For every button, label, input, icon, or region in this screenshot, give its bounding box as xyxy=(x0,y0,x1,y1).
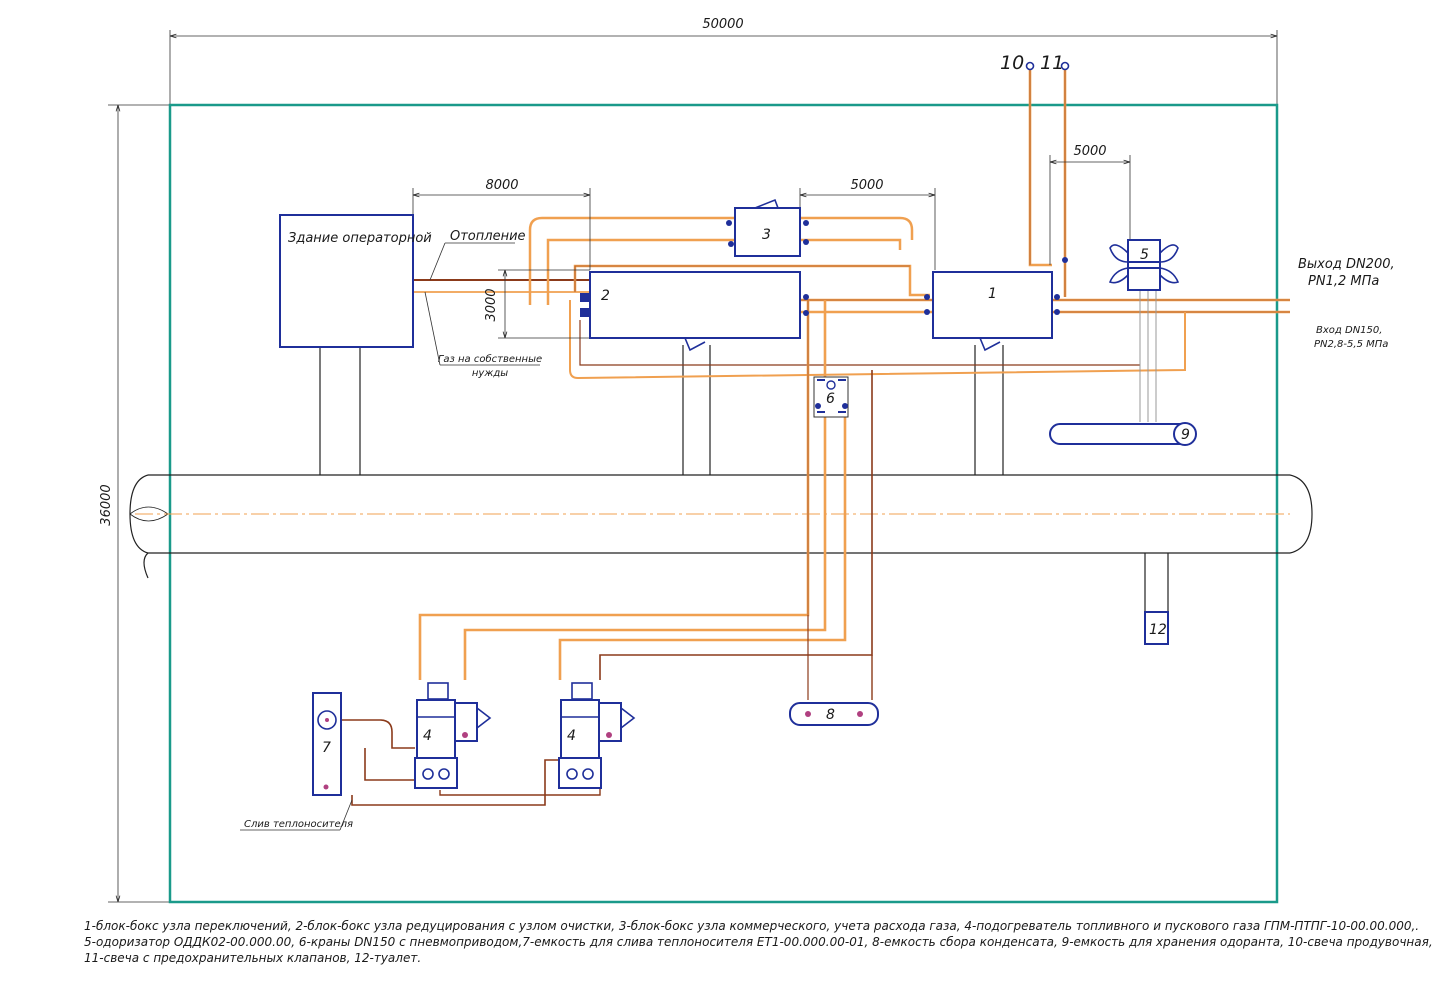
own-needs-label-1: Газ на собственные xyxy=(438,353,542,365)
condensate-tank-8 xyxy=(789,702,879,726)
dim-5000-right-label: 5000 xyxy=(1073,144,1106,159)
dimension-5000-right xyxy=(1049,155,1131,265)
label-10: 10 xyxy=(1000,52,1024,74)
block-box-1 xyxy=(932,271,1053,339)
inlet-label-1: Вход DN150, xyxy=(1316,325,1382,336)
label-3: 3 xyxy=(762,227,771,243)
coolant-drain-label: Слив теплоносителя xyxy=(244,819,353,830)
valves-6 xyxy=(813,376,849,418)
heater-4a xyxy=(414,682,492,789)
label-6: 6 xyxy=(826,391,835,407)
inlet-label-2: PN2,8-5,5 МПа xyxy=(1314,339,1388,350)
dimension-total-width xyxy=(169,30,1278,105)
label-5: 5 xyxy=(1140,247,1149,263)
site-boundary xyxy=(168,103,1279,904)
candle-11-top xyxy=(1060,61,1070,71)
dim-5000-mid-label: 5000 xyxy=(850,178,883,193)
dim-total-width-label: 50000 xyxy=(702,17,743,32)
label-1: 1 xyxy=(988,286,997,302)
access-road xyxy=(129,345,1313,612)
candle-10-top xyxy=(1025,61,1035,71)
heating-leader xyxy=(429,242,446,281)
outlet-label-2: PN1,2 МПа xyxy=(1308,274,1379,289)
label-12: 12 xyxy=(1149,622,1167,638)
site-plan-diagram: 50000 36000 xyxy=(99,17,1395,904)
odorant-tank-9 xyxy=(1049,422,1197,446)
legend-line-1: 1-блок-бокс узла переключений, 2-блок-бо… xyxy=(84,919,1420,933)
dim-8000-label: 8000 xyxy=(485,178,518,193)
dimension-3000 xyxy=(498,269,590,339)
outlet-label-1: Выход DN200, xyxy=(1298,257,1395,272)
own-needs-label-2: нужды xyxy=(472,368,508,379)
heater-4b xyxy=(558,682,636,789)
legend: 1-блок-бокс узла переключений, 2-блок-бо… xyxy=(84,918,1433,966)
label-8: 8 xyxy=(826,707,835,723)
label-11: 11 xyxy=(1040,52,1064,74)
operator-building-label: Здание операторной xyxy=(288,231,432,246)
dim-total-height-label: 36000 xyxy=(99,484,114,525)
dimension-5000-mid xyxy=(799,188,936,270)
label-4b: 4 xyxy=(567,728,576,744)
heating-label: Отопление xyxy=(450,229,526,244)
block-box-2 xyxy=(589,271,801,339)
flange-2b xyxy=(580,308,589,317)
label-7: 7 xyxy=(322,740,331,756)
drain-tank-7 xyxy=(312,692,342,796)
legend-line-2: 5-одоризатор ОДДК02-00.000.00, 6-краны D… xyxy=(84,935,1433,949)
dimension-total-height xyxy=(108,104,170,903)
pipelines xyxy=(340,70,1290,806)
label-2: 2 xyxy=(601,288,610,304)
label-4a: 4 xyxy=(423,728,432,744)
operator-building xyxy=(279,214,414,348)
dim-3000-label: 3000 xyxy=(484,288,499,321)
own-needs-leader xyxy=(424,291,441,366)
toilet-12 xyxy=(1144,611,1169,645)
flange-2a xyxy=(580,293,589,302)
legend-line-3: 11-свеча с предохранительных клапанов, 1… xyxy=(84,951,422,965)
odorizer-5 xyxy=(1108,239,1180,291)
label-9: 9 xyxy=(1181,427,1190,443)
block-box-3 xyxy=(734,207,801,257)
